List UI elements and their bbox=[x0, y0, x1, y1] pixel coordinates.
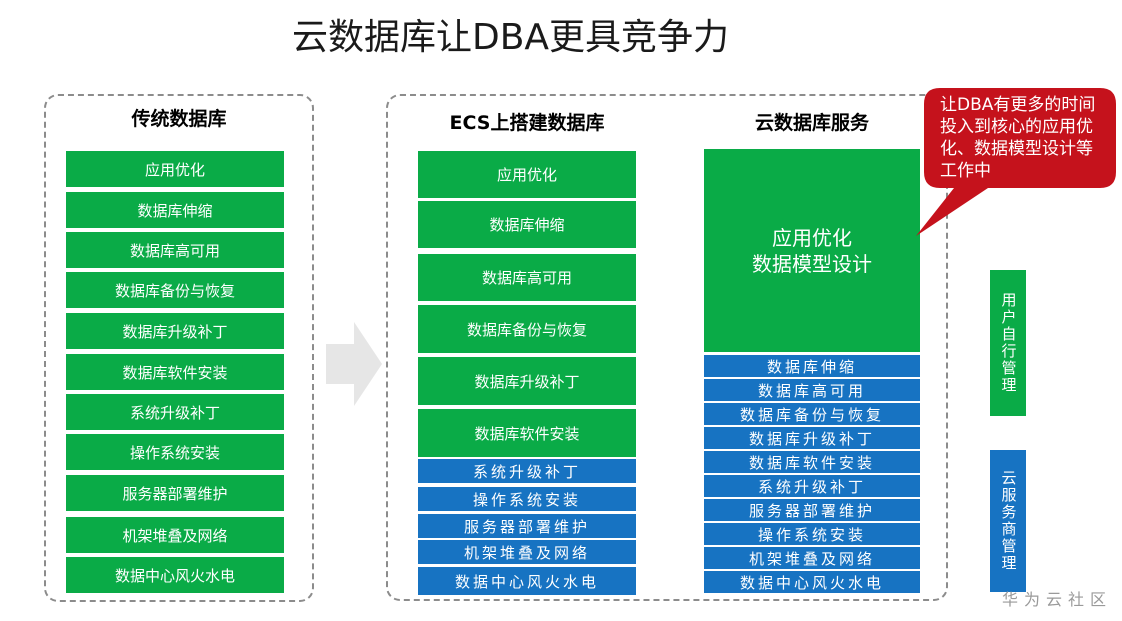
ecs-user-item: 数据库升级补丁 bbox=[418, 357, 636, 405]
traditional-item: 系统升级补丁 bbox=[66, 394, 284, 430]
cloud-vendor-item: 数据库伸缩 bbox=[704, 355, 920, 377]
cloud-vendor-item: 机架堆叠及网络 bbox=[704, 547, 920, 569]
traditional-db-panel bbox=[44, 94, 314, 602]
ecs-user-item: 数据库高可用 bbox=[418, 254, 636, 301]
cloud-vendor-item: 系统升级补丁 bbox=[704, 475, 920, 497]
ecs-vendor-item: 系统升级补丁 bbox=[418, 459, 636, 483]
legend-user-managed: 用户自行管理 bbox=[990, 270, 1026, 416]
cloud-vendor-item: 服务器部署维护 bbox=[704, 499, 920, 521]
ecs-user-item: 数据库备份与恢复 bbox=[418, 305, 636, 353]
cloud-vendor-item: 数据库备份与恢复 bbox=[704, 403, 920, 425]
ecs-vendor-item: 操作系统安装 bbox=[418, 487, 636, 511]
cloud-comparison-panel bbox=[386, 94, 948, 601]
legend-vendor-managed: 云服务商管理 bbox=[990, 450, 1026, 592]
cloud-core-line1: 应用优化 bbox=[772, 225, 852, 250]
ecs-user-item: 应用优化 bbox=[418, 151, 636, 198]
ecs-user-item: 数据库软件安装 bbox=[418, 409, 636, 457]
page-title: 云数据库让DBA更具竞争力 bbox=[292, 17, 730, 58]
ecs-user-item: 数据库伸缩 bbox=[418, 201, 636, 248]
traditional-item: 数据库伸缩 bbox=[66, 192, 284, 228]
cloud-vendor-item: 操作系统安装 bbox=[704, 523, 920, 545]
traditional-item: 服务器部署维护 bbox=[66, 475, 284, 511]
traditional-item: 数据中心风火水电 bbox=[66, 557, 284, 593]
watermark: 华为云社区 bbox=[1002, 590, 1113, 609]
cloud-core-line2: 数据模型设计 bbox=[752, 251, 872, 276]
ecs-db-header: ECS上搭建数据库 bbox=[449, 112, 605, 134]
ecs-vendor-item: 数据中心风火水电 bbox=[418, 567, 636, 595]
traditional-item: 数据库软件安装 bbox=[66, 354, 284, 390]
cloud-vendor-item: 数据库高可用 bbox=[704, 379, 920, 401]
ecs-vendor-item: 机架堆叠及网络 bbox=[418, 540, 636, 564]
traditional-item: 应用优化 bbox=[66, 151, 284, 187]
cloud-vendor-item: 数据库升级补丁 bbox=[704, 427, 920, 449]
traditional-item: 机架堆叠及网络 bbox=[66, 517, 284, 553]
callout-text: 让DBA有更多的时间投入到核心的应用优化、数据模型设计等工作中 bbox=[940, 95, 1096, 181]
ecs-vendor-item: 服务器部署维护 bbox=[418, 514, 636, 538]
traditional-item: 操作系统安装 bbox=[66, 434, 284, 470]
cloud-core-block: 应用优化 数据模型设计 bbox=[704, 149, 920, 352]
traditional-item: 数据库备份与恢复 bbox=[66, 272, 284, 308]
right-arrow-icon bbox=[326, 322, 382, 406]
cloud-vendor-item: 数据中心风火水电 bbox=[704, 571, 920, 593]
cloud-vendor-item: 数据库软件安装 bbox=[704, 451, 920, 473]
traditional-item: 数据库升级补丁 bbox=[66, 313, 284, 349]
cloud-db-header: 云数据库服务 bbox=[754, 112, 869, 134]
callout-bubble bbox=[916, 88, 1116, 236]
traditional-item: 数据库高可用 bbox=[66, 232, 284, 268]
traditional-db-header: 传统数据库 bbox=[131, 108, 227, 130]
